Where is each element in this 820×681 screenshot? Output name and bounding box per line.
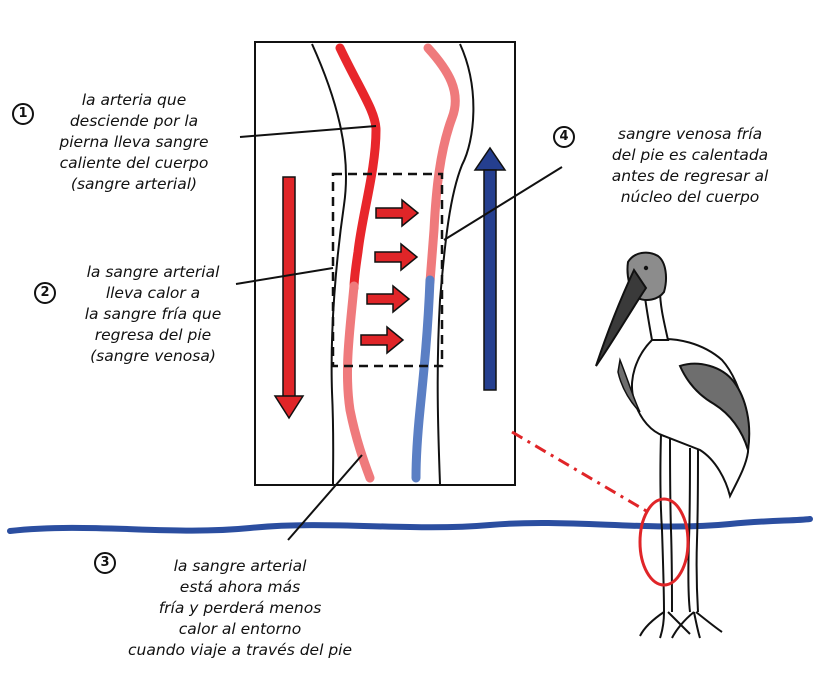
- zoom-connector: [511, 430, 649, 514]
- vein-warmed: [423, 43, 460, 287]
- callout-number-2: 2: [34, 282, 56, 304]
- artery-hot: [335, 43, 381, 293]
- venous-flow-arrow-icon: [473, 146, 507, 391]
- callout-3-line: la sangre arterial: [173, 557, 307, 575]
- callout-3-line: está ahora más: [179, 578, 301, 596]
- leader-line-1: [239, 125, 377, 138]
- callout-2-line: regresa del pie: [94, 326, 212, 344]
- callout-number-4: 4: [553, 126, 575, 148]
- callout-1-line: (sangre arterial): [70, 175, 198, 193]
- callout-1-line: la arteria que: [81, 91, 187, 109]
- water-line: [7, 516, 813, 534]
- arterial-flow-arrow-icon: [273, 176, 305, 420]
- callout-1-line: pierna lleva sangre: [59, 133, 209, 151]
- heat-transfer-arrow-icon: [360, 325, 405, 355]
- callout-1-line: desciende por la: [69, 112, 199, 130]
- leader-line-4: [443, 166, 563, 241]
- callout-4-line: núcleo del cuerpo: [620, 188, 760, 206]
- heat-transfer-arrow-icon: [374, 242, 419, 272]
- heat-transfer-arrow-icon: [366, 284, 411, 314]
- callout-2-line: (sangre venosa): [90, 347, 216, 365]
- stork-bird-icon: [595, 251, 751, 639]
- callout-1-text: la arteria que desciende por la pierna l…: [34, 90, 234, 195]
- callout-3-line: calor al entorno: [178, 620, 302, 638]
- leader-line-3: [287, 454, 363, 541]
- callout-2-line: la sangre arterial: [86, 263, 220, 281]
- callout-3-line: fría y perderá menos: [158, 599, 322, 617]
- heat-transfer-arrow-icon: [375, 198, 420, 228]
- leg-outline-left: [311, 43, 347, 485]
- callout-4-line: del pie es calentada: [611, 146, 769, 164]
- callout-4-line: antes de regresar al: [611, 167, 769, 185]
- callout-3-line: cuando viaje a través del pie: [127, 641, 353, 659]
- callout-number-1: 1: [12, 103, 34, 125]
- callout-number-3: 3: [94, 552, 116, 574]
- callout-1-line: caliente del cuerpo: [59, 154, 209, 172]
- callout-2-line: la sangre fría que: [84, 305, 222, 323]
- callout-2-text: la sangre arterial lleva calor a la sang…: [58, 262, 248, 367]
- artery-cool: [342, 281, 375, 483]
- vein-cold: [411, 275, 435, 483]
- callout-3-text: la sangre arterial está ahora más fría y…: [100, 556, 380, 661]
- leg-highlight-circle: [638, 497, 690, 587]
- leg-cross-section-frame: [254, 41, 516, 486]
- callout-4-text: sangre venosa fría del pie es calentada …: [580, 124, 800, 208]
- leader-line-2: [235, 267, 334, 285]
- callout-2-line: lleva calor a: [105, 284, 201, 302]
- leg-outline-right: [436, 43, 475, 485]
- callout-4-line: sangre venosa fría: [617, 125, 763, 143]
